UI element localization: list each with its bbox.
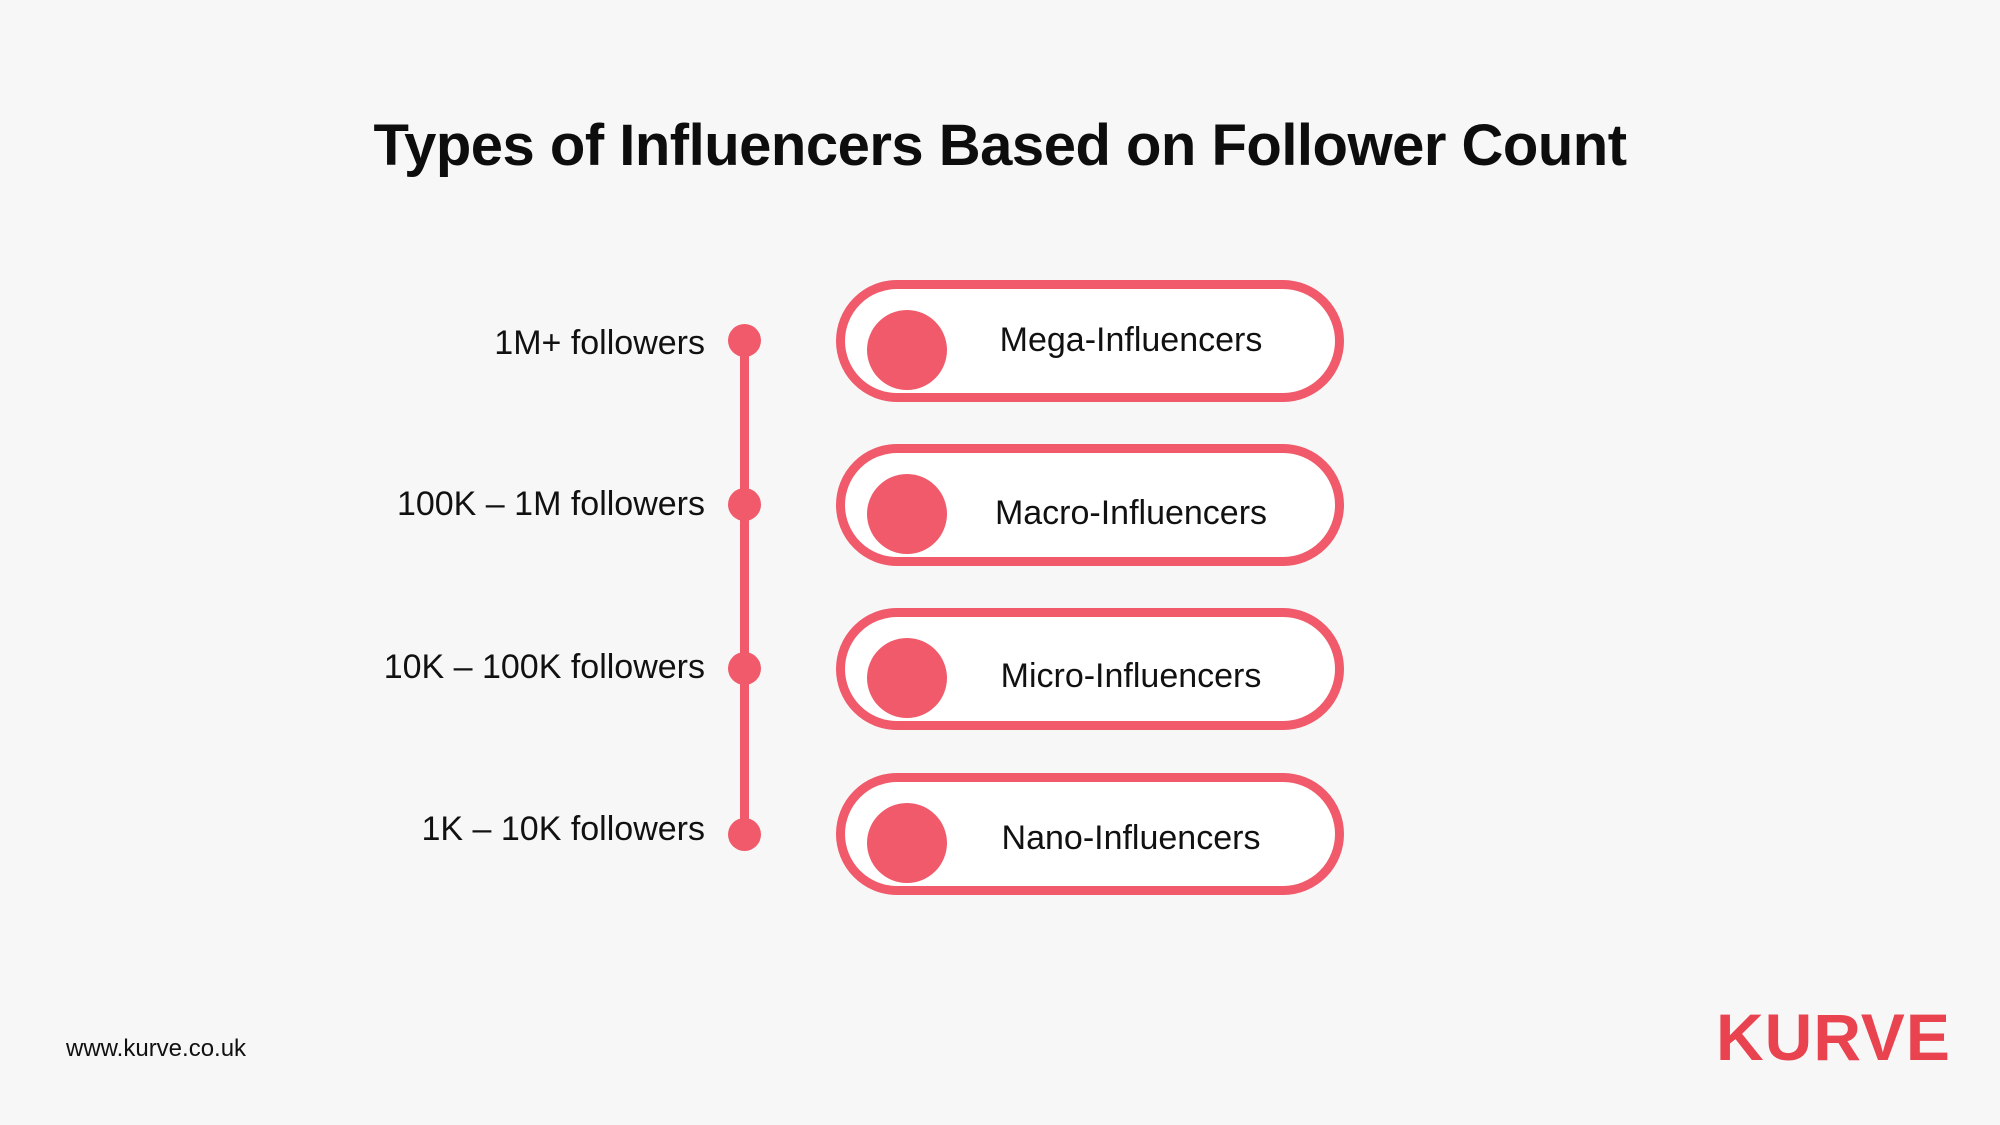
brand-logo: KURVE (1716, 1000, 1951, 1074)
tier-pill-mega: Mega-Influencers (836, 280, 1344, 402)
timeline-dot-mega (728, 324, 761, 357)
range-label-nano: 1K – 10K followers (421, 810, 706, 848)
tier-name-mega: Mega-Influencers (999, 321, 1263, 359)
timeline-dot-macro (728, 488, 761, 521)
range-label-macro: 100K – 1M followers (396, 485, 705, 523)
pill-circle-icon (867, 803, 947, 883)
pill-circle-icon (867, 310, 947, 390)
page-title: Types of Influencers Based on Follower C… (373, 113, 1627, 178)
timeline-dot-micro (728, 652, 761, 685)
timeline-dot-nano (728, 818, 761, 851)
tier-pill-micro: Micro-Influencers (836, 608, 1344, 730)
website-url: www.kurve.co.uk (66, 1035, 247, 1062)
range-label-mega: 1M+ followers (494, 324, 705, 362)
pill-circle-icon (867, 474, 947, 554)
tier-name-macro: Macro-Influencers (994, 494, 1268, 532)
tier-pill-macro: Macro-Influencers (836, 444, 1344, 566)
timeline-line (740, 340, 749, 835)
range-label-micro: 10K – 100K followers (383, 648, 705, 686)
tier-pill-nano: Nano-Influencers (836, 773, 1344, 895)
tier-name-micro: Micro-Influencers (1000, 657, 1262, 695)
pill-circle-icon (867, 638, 947, 718)
tier-name-nano: Nano-Influencers (1001, 819, 1261, 857)
